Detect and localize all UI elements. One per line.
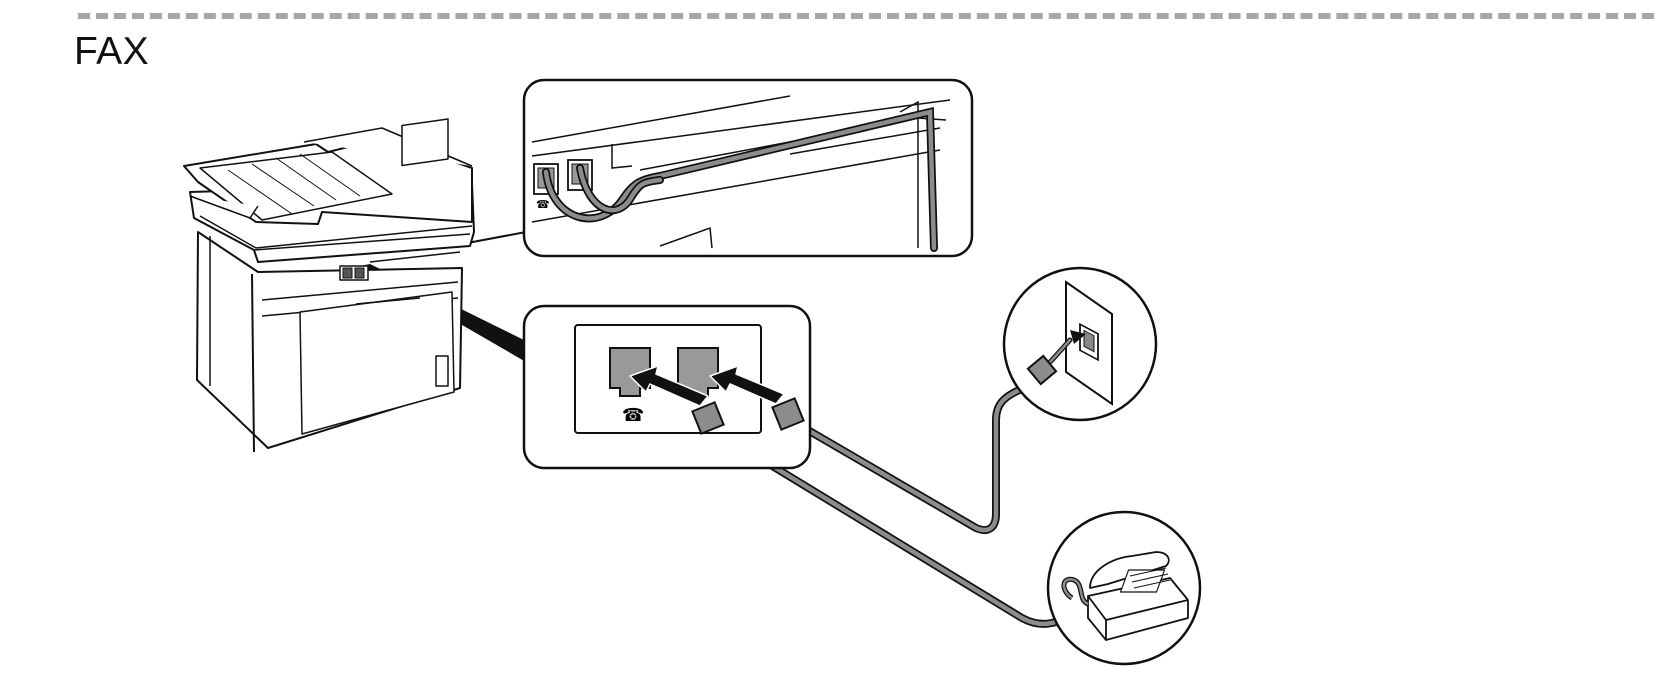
- desk-phone-callout: [1046, 510, 1202, 666]
- insert-arrows: [629, 365, 785, 407]
- telephone-icon: ☎: [536, 198, 550, 211]
- zoom-callout-top: ☎: [522, 78, 974, 258]
- page-title: FAX: [74, 30, 150, 73]
- page-dashed-divider: [78, 13, 1654, 19]
- multifunction-printer: [183, 118, 475, 453]
- telephone-icon: ☎: [622, 405, 644, 426]
- desk-phone-icon: [1087, 551, 1189, 641]
- zoom-callout-ports: ☎: [522, 304, 812, 470]
- wall-jack-callout: [1002, 266, 1158, 422]
